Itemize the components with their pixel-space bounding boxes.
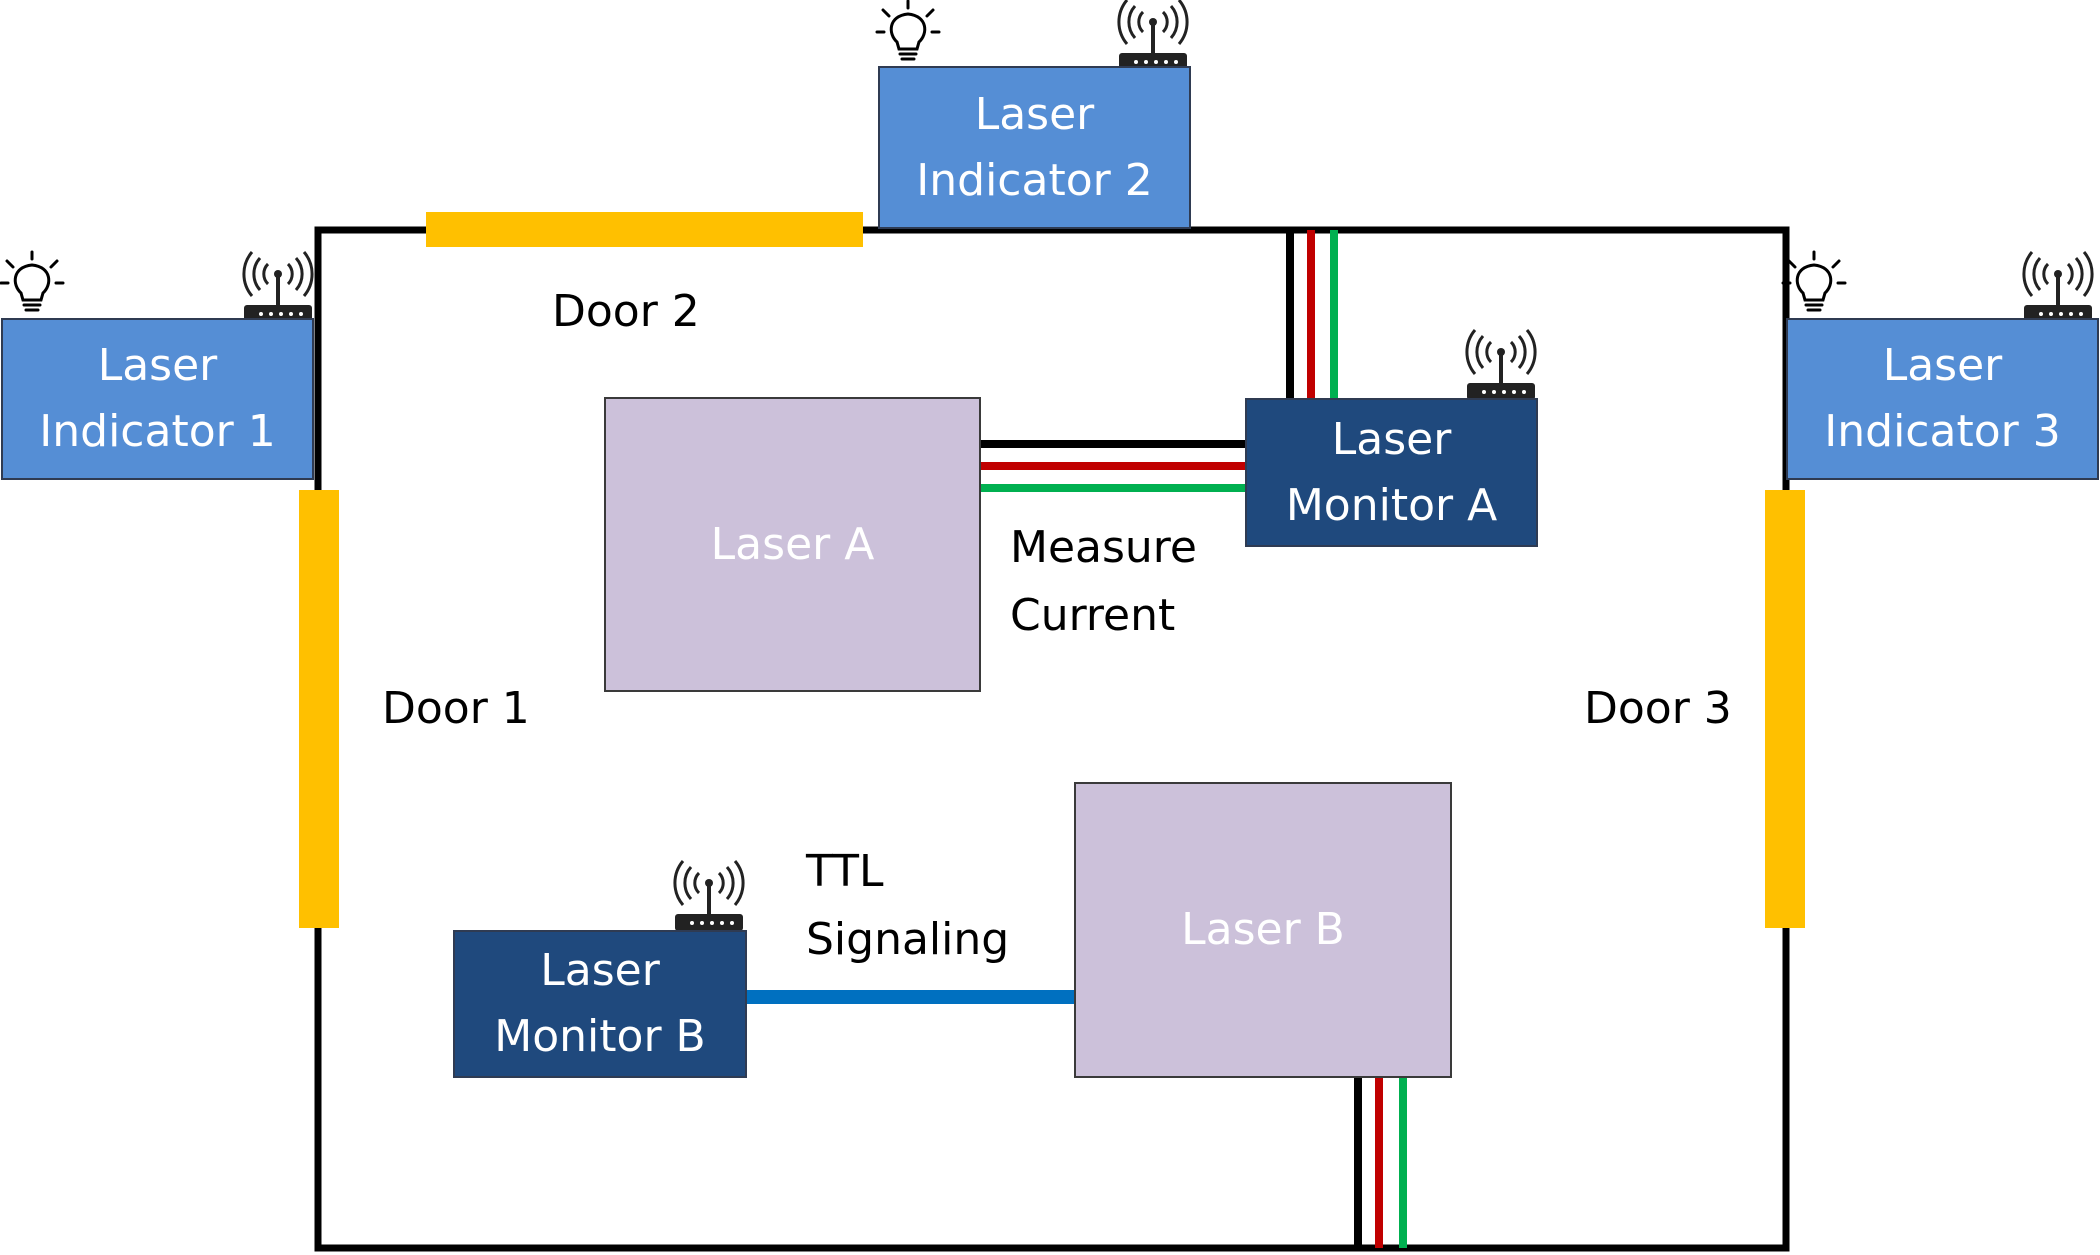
lightbulb-icon [1781,250,1847,312]
door-3-label: Door 3 [1584,683,1732,734]
laser-b-label: Laser B [1181,904,1345,955]
laser-monitor-b-label: Laser Monitor B [494,945,706,1062]
laser-indicator-1-label: Laser Indicator 1 [39,340,276,457]
laser-b-wall-cable [1354,1076,1407,1248]
measure-current-cable [980,440,1246,492]
monitor-a-wall-cable [1286,230,1338,398]
laser-b: Laser B [1074,782,1452,1078]
lightbulb-icon [875,0,941,61]
measure-current-label: Measure Current [1010,522,1197,642]
laser-indicator-2-label: Laser Indicator 2 [916,88,1153,206]
wireless-router-icon [1117,0,1189,70]
wireless-router-icon [242,251,314,322]
laser-indicator-3: Laser Indicator 3 [1786,318,2099,480]
laser-indicator-1: Laser Indicator 1 [1,318,314,480]
laser-a-label: Laser A [710,518,875,570]
wireless-router-icon [673,860,745,931]
ttl-signaling-label: TTL Signaling [806,846,1010,966]
laser-a: Laser A [604,397,981,692]
door-2-bar [426,212,863,247]
wireless-router-icon [1465,329,1537,400]
door-1-bar [299,490,339,928]
door-3-bar [1765,490,1805,928]
laser-indicator-2: Laser Indicator 2 [878,66,1191,229]
laser-monitor-b: Laser Monitor B [453,930,747,1078]
door-2-label: Door 2 [552,286,700,337]
wireless-router-icon [2022,251,2094,322]
door-1-label: Door 1 [382,683,530,734]
lightbulb-icon [0,250,65,312]
laser-monitor-a-label: Laser Monitor A [1285,413,1498,531]
laser-monitor-a: Laser Monitor A [1245,398,1538,547]
room-wall [314,226,1790,1252]
laser-indicator-3-label: Laser Indicator 3 [1824,340,2061,457]
